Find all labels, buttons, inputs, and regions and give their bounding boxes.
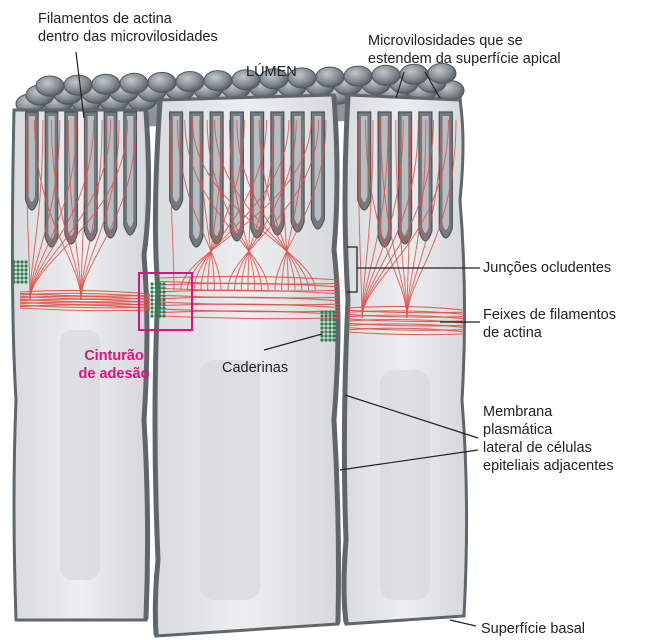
label-cadherins: Caderinas [222,359,288,377]
microvillus-tip [148,72,176,92]
label-actin-bundles-line2: de actina [483,324,616,342]
label-adhesion-belt-line1: Cinturão [74,347,154,365]
microvillus-tip [316,67,344,87]
microvillus-tip [204,71,232,91]
label-microvilli-line2: estendem da superfície apical [368,50,561,68]
label-membrane-line1: Membrana [483,403,614,421]
label-actin-bundles: Feixes de filamentos de actina [483,306,616,342]
microvillus-tip [64,75,92,95]
label-lumen: LÚMEN [246,63,297,81]
label-tight-junctions: Junções ocludentes [483,259,611,277]
label-actin-filaments-line2: dentro das microvilosidades [38,28,218,46]
label-adhesion-belt: Cinturão de adesão [74,347,154,383]
microvillus-tip [372,65,400,85]
microvillus-tip [36,76,64,96]
label-membrane-line4: epiteliais adjacentes [483,457,614,475]
microvillus-tip [92,74,120,94]
label-membrane-line2: plasmática [483,421,614,439]
label-actin-bundles-line1: Feixes de filamentos [483,306,616,324]
label-actin-filaments: Filamentos de actina dentro das microvil… [38,10,218,46]
microvillus-tip [120,73,148,93]
label-basal-surface: Superfície basal [481,620,585,638]
label-actin-filaments-line1: Filamentos de actina [38,10,218,28]
microvillus-tip [176,72,204,92]
label-membrane-line3: lateral de células [483,439,614,457]
label-adhesion-belt-line2: de adesão [74,365,154,383]
label-microvilli: Microvilosidades que se estendem da supe… [368,32,561,68]
microvillus-tip [344,66,372,86]
label-plasma-membrane: Membrana plasmática lateral de células e… [483,403,614,475]
label-microvilli-line1: Microvilosidades que se [368,32,561,50]
